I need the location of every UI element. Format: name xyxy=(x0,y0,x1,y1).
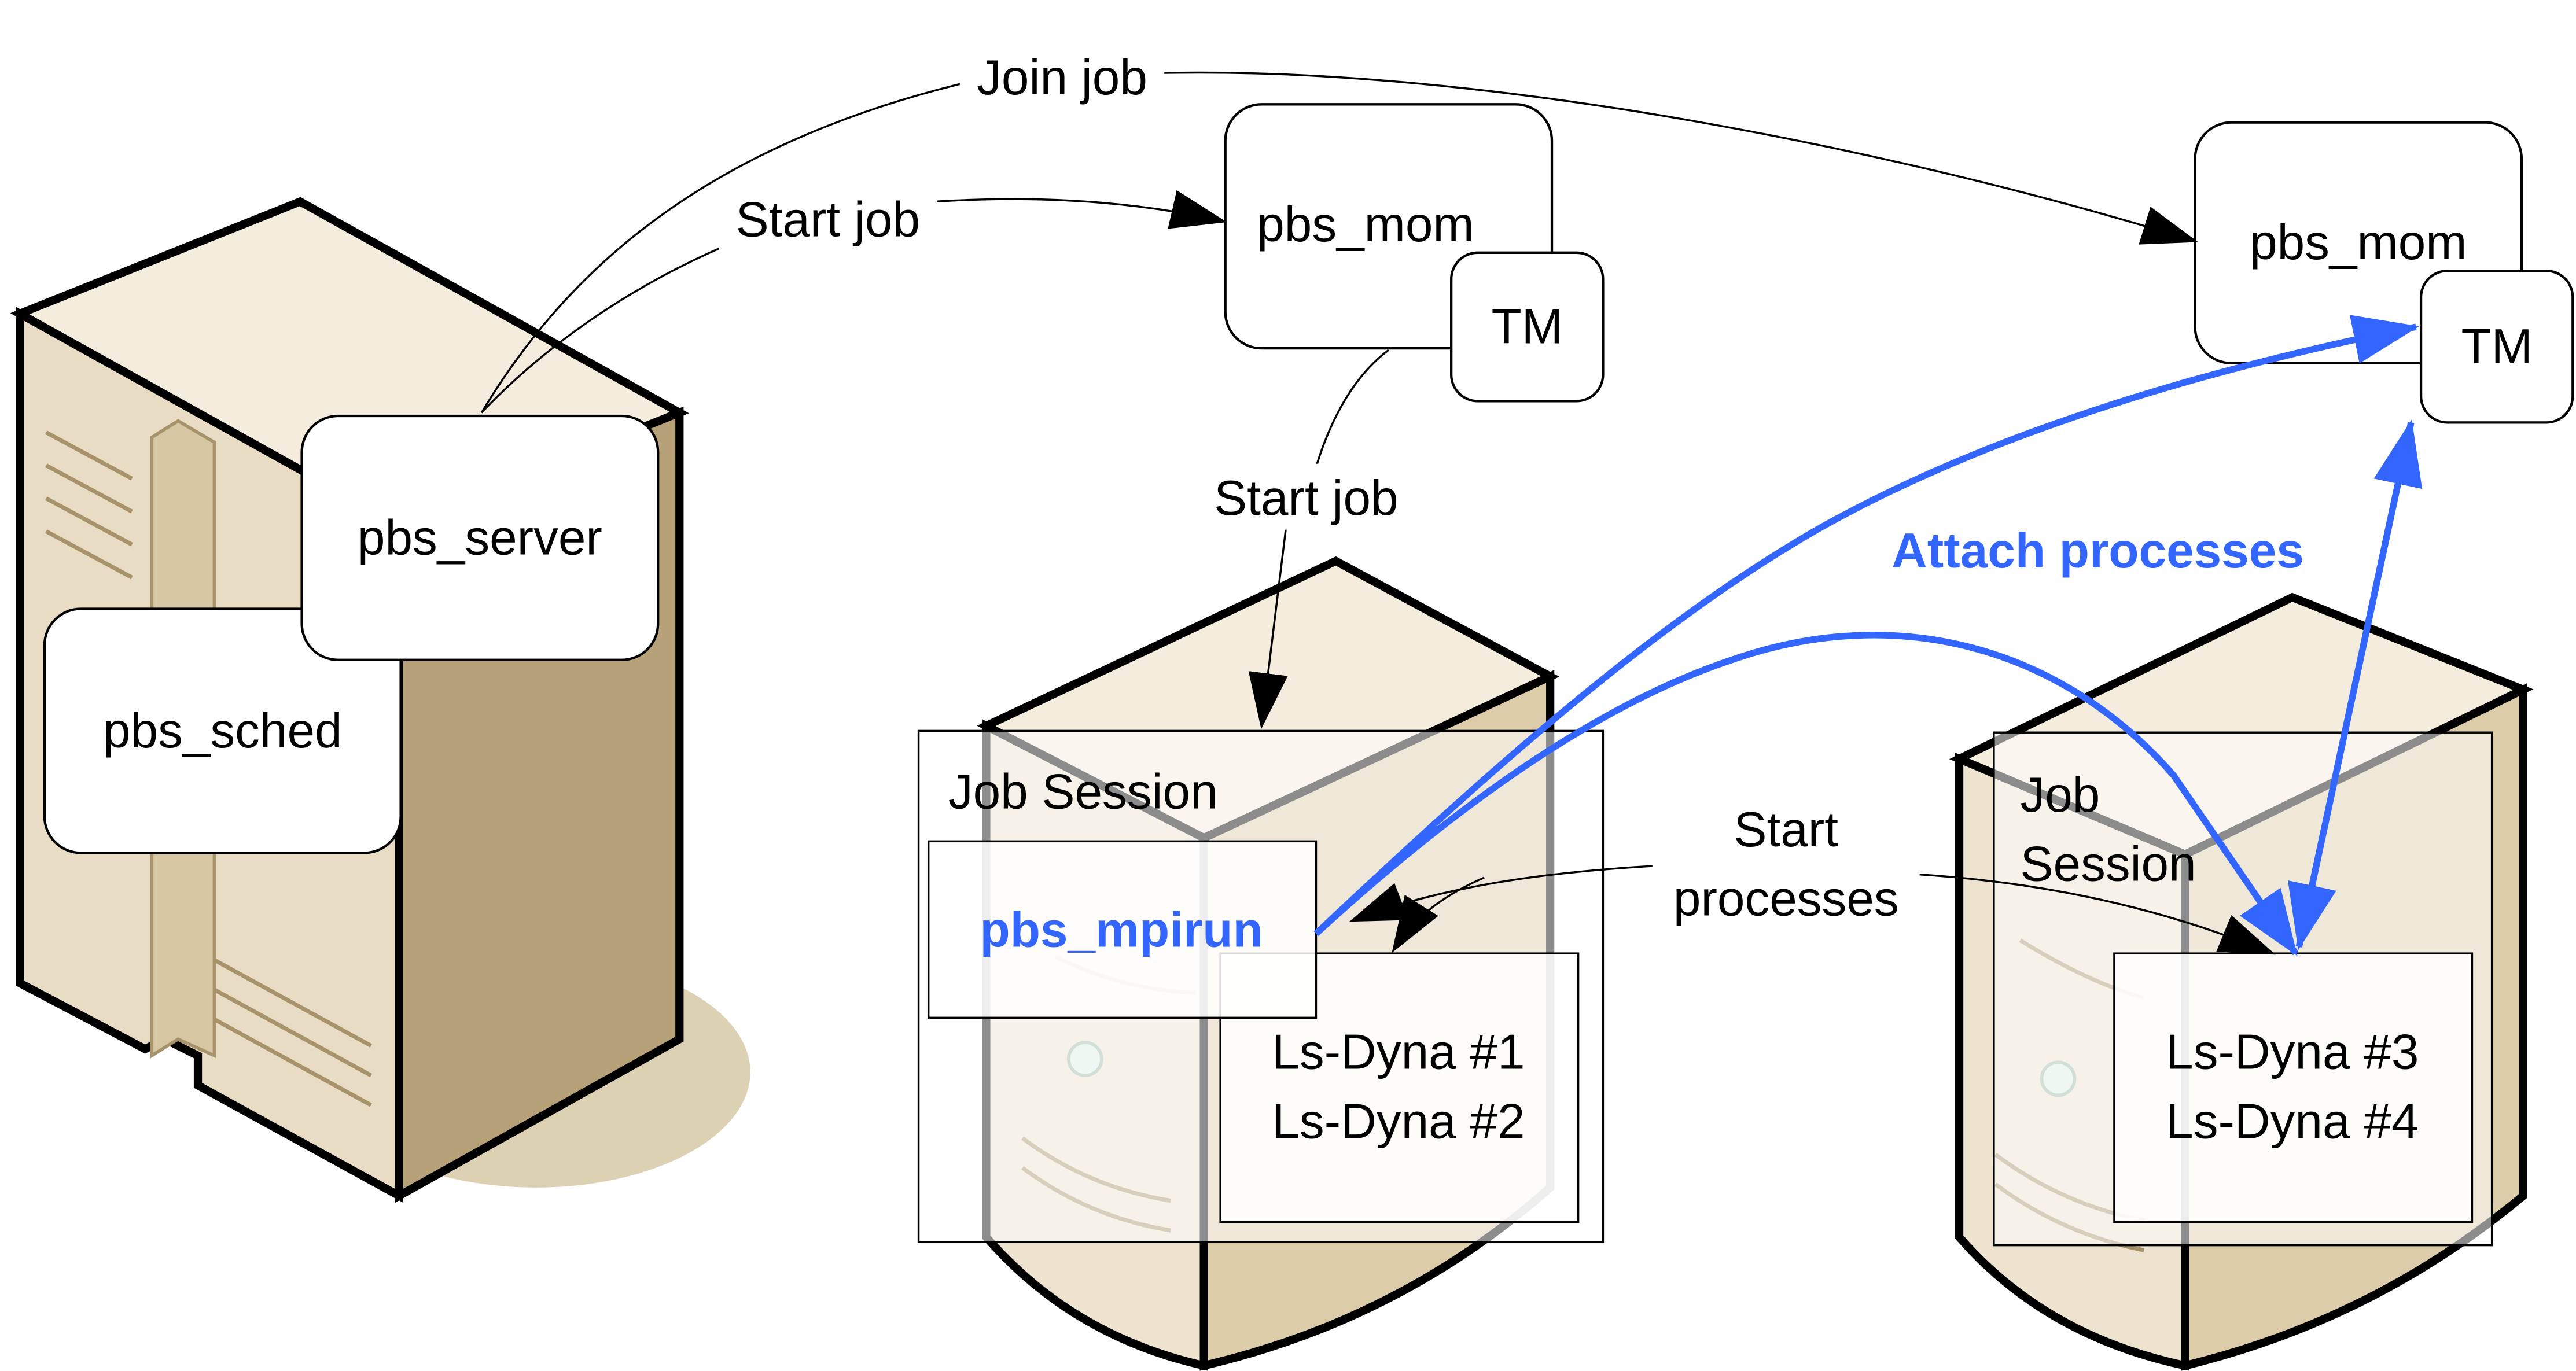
start-processes-label-line2: processes xyxy=(1673,872,1899,927)
job-session-2: Job Session Ls-Dyna #3 Ls-Dyna #4 xyxy=(1993,731,2493,1247)
start-processes-label-bg xyxy=(1652,795,1920,931)
lsdyna-3-label: Ls-Dyna #3 xyxy=(2166,1025,2419,1080)
pbs-server-node: pbs_server xyxy=(300,414,660,661)
lsdyna-4-label: Ls-Dyna #4 xyxy=(2166,1094,2419,1149)
edge-labels: Join job Start job Start job Start proce… xyxy=(719,42,2304,931)
join-job-label-bg xyxy=(959,42,1165,108)
lsdyna-2-label: Ls-Dyna #2 xyxy=(1272,1094,1525,1149)
start-job-2-label-bg xyxy=(1197,463,1415,530)
job-session-2-label-line1: Job xyxy=(2020,768,2100,823)
pbs-mom-1-label: pbs_mom xyxy=(1257,197,1474,252)
attach-processes-label: Attach processes xyxy=(1891,524,2304,578)
edge-attach-to-tm xyxy=(1313,315,2420,937)
tm-1-label: TM xyxy=(1492,300,1563,355)
server-left-vents xyxy=(45,430,373,1107)
tm-1-box xyxy=(1450,251,1605,403)
pbs-mpirun-box xyxy=(927,840,1318,1019)
edge-start-processes-right xyxy=(1916,873,2276,955)
start-processes-label-line1: Start xyxy=(1734,802,1838,857)
edge-start-job-1 xyxy=(481,199,1224,414)
tm-2-label: TM xyxy=(2461,319,2532,374)
pbs-mom-2-node: pbs_mom TM xyxy=(2194,121,2574,424)
pbs-sched-node: pbs_sched xyxy=(43,607,402,854)
pbs-sched-label: pbs_sched xyxy=(103,703,343,758)
pbs-sched-box xyxy=(43,607,402,854)
job-session-1: Job Session Ls-Dyna #1 Ls-Dyna #2 pbs_mp… xyxy=(917,729,1605,1243)
edge-tm-lsdyna-bidirectional xyxy=(2288,419,2423,950)
start-job-1-label-bg xyxy=(719,185,937,251)
job-session-1-label: Job Session xyxy=(948,764,1218,819)
pbs-server-label: pbs_server xyxy=(358,510,602,565)
start-job-1-label: Start job xyxy=(736,192,920,247)
edge-start-job-2-upper xyxy=(1315,349,1389,467)
tm-2-box xyxy=(2419,270,2574,424)
pbs-mom-2-label: pbs_mom xyxy=(2250,215,2467,270)
edge-start-processes-left-branch xyxy=(1392,876,1485,953)
edge-join-job xyxy=(480,71,2195,414)
pbs-mom-1-node: pbs_mom TM xyxy=(1224,103,1605,403)
start-job-2-label: Start job xyxy=(1214,471,1398,526)
pbs-mpirun-label: pbs_mpirun xyxy=(980,903,1263,958)
edge-start-job-2-lower xyxy=(1248,524,1288,729)
job-session-2-label-line2: Session xyxy=(2020,837,2196,892)
pbs-server-box xyxy=(300,414,660,661)
lsdyna-1-label: Ls-Dyna #1 xyxy=(1272,1025,1525,1080)
lsdyna-34-box xyxy=(2113,952,2474,1223)
edge-attach-to-tm-second xyxy=(1313,632,2299,956)
join-job-label: Join job xyxy=(977,50,1147,105)
